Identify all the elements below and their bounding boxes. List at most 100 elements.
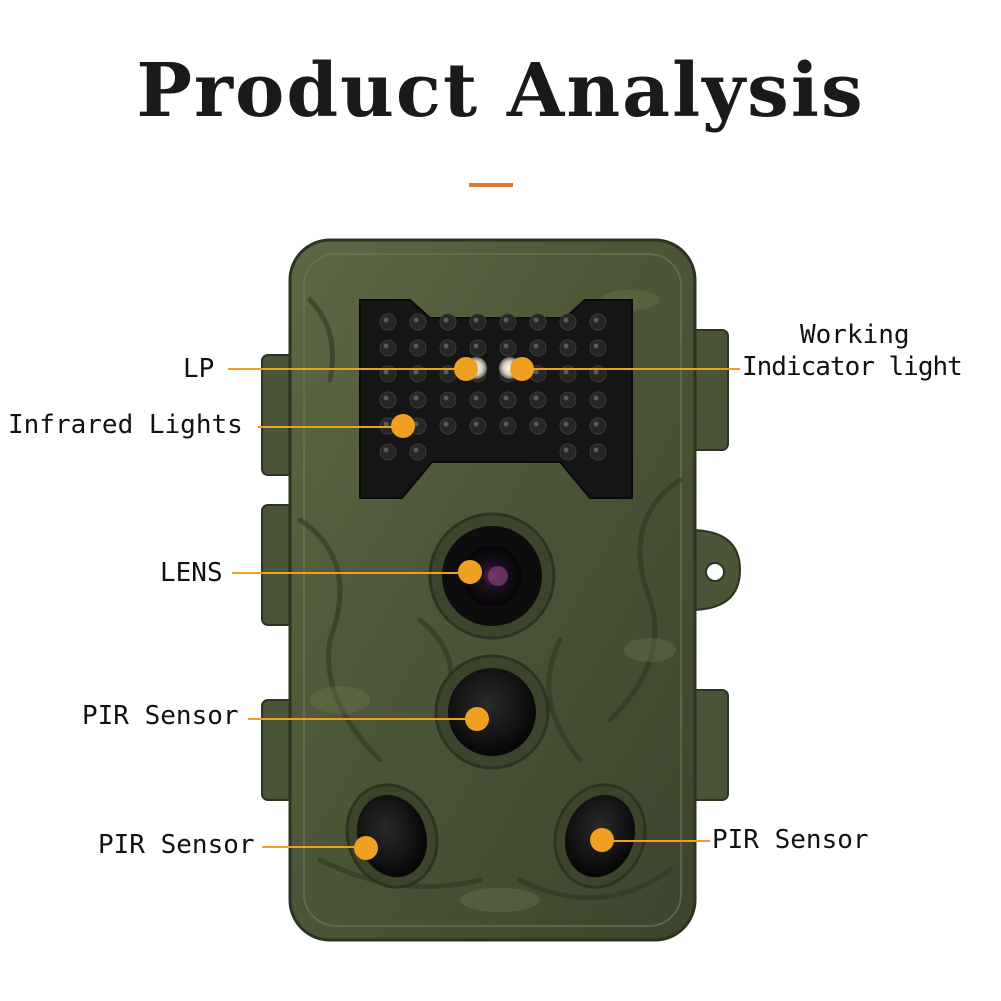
infrared-led-highlight [503, 343, 509, 349]
callout-label-pir-center: PIR Sensor [82, 701, 239, 731]
infrared-led [589, 365, 607, 383]
infrared-led-highlight [593, 421, 599, 427]
infrared-led [379, 443, 397, 461]
infrared-led [409, 339, 427, 357]
callout-dot-pir-left [354, 836, 378, 860]
infrared-led-highlight [413, 369, 419, 375]
infrared-led-highlight [563, 421, 569, 427]
infrared-led-highlight [383, 447, 389, 453]
infrared-led-highlight [503, 421, 509, 427]
infrared-led-highlight [383, 421, 389, 427]
infrared-led [589, 391, 607, 409]
infrared-led-highlight [593, 317, 599, 323]
infrared-led-highlight [533, 317, 539, 323]
callout-label-pir-right: PIR Sensor [712, 825, 869, 855]
infrared-led [439, 417, 457, 435]
infrared-led [409, 313, 427, 331]
infrared-led-highlight [473, 317, 479, 323]
infrared-led-highlight [473, 421, 479, 427]
infrared-led-highlight [503, 317, 509, 323]
infrared-led-highlight [383, 317, 389, 323]
callout-label-indicator-light: Indicator light [742, 352, 963, 382]
infrared-led-highlight [533, 369, 539, 375]
callout-dot-working-indicator [510, 357, 534, 381]
infrared-led-highlight [413, 395, 419, 401]
infrared-led-highlight [593, 343, 599, 349]
infrared-led [379, 365, 397, 383]
infrared-led [499, 391, 517, 409]
infrared-led-highlight [563, 317, 569, 323]
infrared-led [439, 313, 457, 331]
camo-pattern [297, 297, 683, 901]
callout-line-lp [228, 368, 466, 370]
infrared-led [589, 443, 607, 461]
callout-label-lp: LP [183, 354, 215, 384]
infrared-led [589, 313, 607, 331]
callout-line-infrared [258, 426, 404, 428]
infrared-led [469, 339, 487, 357]
infrared-led-highlight [443, 317, 449, 323]
callout-label-lens: LENS [160, 558, 223, 588]
infrared-led [559, 365, 577, 383]
infrared-led-highlight [473, 395, 479, 401]
infrared-led [559, 391, 577, 409]
strap-bracket-right [687, 329, 729, 801]
callout-dot-pir-right [590, 828, 614, 852]
callout-dot-lp [454, 357, 478, 381]
infrared-led-highlight [383, 343, 389, 349]
infrared-led [559, 339, 577, 357]
infrared-led-highlight [563, 343, 569, 349]
pir-sensor-left [356, 794, 428, 878]
callout-line-working-indicator [522, 368, 740, 370]
infrared-led [499, 417, 517, 435]
infrared-led [559, 417, 577, 435]
infrared-led [409, 391, 427, 409]
infrared-led-highlight [563, 447, 569, 453]
callout-line-pir-right [602, 840, 710, 842]
infrared-led [529, 391, 547, 409]
infrared-led-highlight [443, 369, 449, 375]
callout-dot-pir-center [465, 707, 489, 731]
infrared-led-highlight [443, 343, 449, 349]
infrared-led-highlight [383, 395, 389, 401]
title-underline [469, 183, 513, 187]
infrared-led [409, 365, 427, 383]
infrared-led-highlight [413, 343, 419, 349]
infrared-led-highlight [533, 343, 539, 349]
infrared-led [379, 313, 397, 331]
infrared-led [379, 391, 397, 409]
callout-label-pir-left: PIR Sensor [98, 830, 255, 860]
lock-tab [689, 528, 742, 612]
infrared-led [499, 313, 517, 331]
infrared-led-highlight [563, 369, 569, 375]
infrared-led [529, 339, 547, 357]
infrared-led-highlight [413, 447, 419, 453]
infrared-led-highlight [593, 369, 599, 375]
infrared-led [439, 391, 457, 409]
infrared-led-highlight [533, 395, 539, 401]
infrared-led [439, 339, 457, 357]
infrared-led [589, 339, 607, 357]
infrared-led [469, 313, 487, 331]
infrared-led [559, 443, 577, 461]
infrared-led-highlight [443, 421, 449, 427]
callout-dot-lens [458, 560, 482, 584]
infrared-led [529, 313, 547, 331]
callout-dot-infrared [391, 414, 415, 438]
callout-line-lens [232, 572, 470, 574]
page-title: Product Analysis [136, 48, 865, 134]
infrared-led-highlight [593, 447, 599, 453]
callout-label-working: Working [800, 320, 910, 350]
infrared-led-highlight [503, 395, 509, 401]
callout-line-pir-left [262, 846, 366, 848]
infrared-led-highlight [443, 395, 449, 401]
callout-label-infrared: Infrared Lights [8, 410, 243, 440]
infrared-led-highlight [593, 395, 599, 401]
infrared-led [379, 339, 397, 357]
callout-line-pir-center [248, 718, 476, 720]
infrared-led [589, 417, 607, 435]
infrared-led [499, 339, 517, 357]
infrared-led [529, 417, 547, 435]
infrared-led [559, 313, 577, 331]
